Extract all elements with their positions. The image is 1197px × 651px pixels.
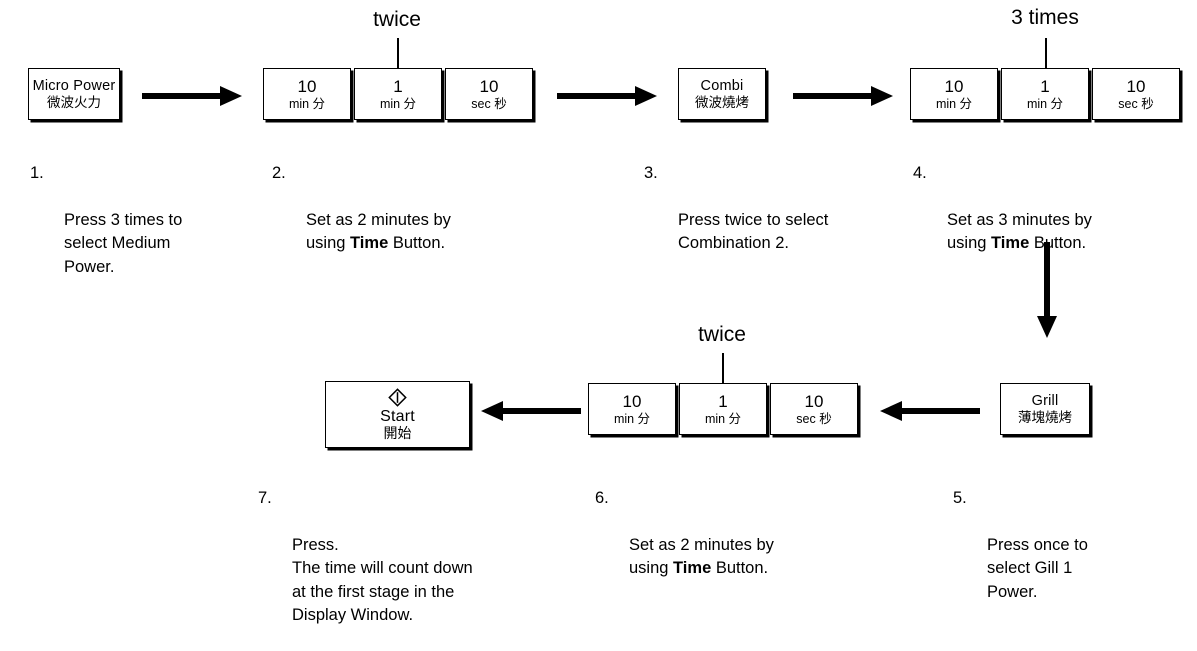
time-key-10min[interactable]: 10 min 分 — [588, 383, 676, 435]
start-diamond-icon — [388, 387, 407, 407]
step-number: 1. — [30, 164, 44, 182]
step-number: 2. — [272, 164, 286, 182]
combi-label-cn: 微波燒烤 — [695, 95, 749, 111]
start-label-en: Start — [380, 407, 415, 425]
arrow-left-2 — [481, 399, 581, 423]
time-key-10min[interactable]: 10 min 分 — [263, 68, 351, 120]
time-key-value: 10 — [297, 76, 317, 96]
combi-label-en: Combi — [700, 77, 744, 94]
arrow-left-1 — [880, 399, 980, 423]
time-key-1min[interactable]: 1 min 分 — [1001, 68, 1089, 120]
time-key-value: 10 — [804, 391, 824, 411]
annotation-3-times: 3 times — [1011, 6, 1079, 29]
time-key-10min[interactable]: 10 min 分 — [910, 68, 998, 120]
step-caption-2: 2. Set as 2 minutes by using Time Button… — [272, 162, 522, 279]
arrow-right-2 — [557, 84, 657, 108]
arrow-right-1 — [142, 84, 242, 108]
arrow-right-3 — [793, 84, 893, 108]
time-key-unit: min 分 — [613, 412, 651, 427]
time-key-value: 10 — [479, 76, 499, 96]
time-key-unit: sec 秒 — [1118, 97, 1154, 112]
time-group-3: 10 min 分 1 min 分 10 sec 秒 — [588, 383, 859, 439]
step-number: 7. — [258, 489, 272, 507]
time-key-unit: min 分 — [288, 97, 326, 112]
time-key-value: 1 — [393, 76, 403, 96]
step-number: 5. — [953, 489, 967, 507]
time-group-2: 10 min 分 1 min 分 10 sec 秒 — [910, 68, 1181, 124]
time-key-value: 1 — [718, 391, 728, 411]
step-number: 6. — [595, 489, 609, 507]
time-key-10sec[interactable]: 10 sec 秒 — [770, 383, 858, 435]
step-text: Set as 3 minutes by using Time Button. — [947, 210, 1092, 253]
combi-button[interactable]: Combi 微波燒烤 — [678, 68, 766, 120]
annotation-twice-2: twice — [698, 323, 746, 346]
time-key-10sec[interactable]: 10 sec 秒 — [1092, 68, 1180, 120]
grill-button[interactable]: Grill 薄塊燒烤 — [1000, 383, 1090, 435]
time-key-unit: min 分 — [935, 97, 973, 112]
step-text: Set as 2 minutes by using Time Button. — [629, 535, 774, 578]
start-label-cn: 開始 — [383, 424, 412, 441]
step-text: Press once to select Gill 1 Power. — [987, 535, 1088, 601]
leader-line-2 — [1045, 38, 1047, 68]
step-caption-3: 3. Press twice to select Combination 2. — [644, 162, 894, 279]
step-number: 3. — [644, 164, 658, 182]
step-number: 4. — [913, 164, 927, 182]
time-key-unit: min 分 — [379, 97, 417, 112]
annotation-twice-1: twice — [373, 8, 421, 31]
step-text: Press twice to select Combination 2. — [678, 210, 829, 253]
time-key-value: 10 — [944, 76, 964, 96]
micro-power-label-en: Micro Power — [32, 77, 116, 94]
start-button[interactable]: Start 開始 — [325, 381, 470, 448]
time-key-unit: sec 秒 — [471, 97, 507, 112]
time-group-1: 10 min 分 1 min 分 10 sec 秒 — [263, 68, 534, 124]
time-key-1min[interactable]: 1 min 分 — [679, 383, 767, 435]
time-key-unit: min 分 — [1026, 97, 1064, 112]
leader-line-3 — [722, 353, 724, 383]
time-key-1min[interactable]: 1 min 分 — [354, 68, 442, 120]
leader-line-1 — [397, 38, 399, 68]
step-caption-4: 4. Set as 3 minutes by using Time Button… — [913, 162, 1163, 279]
step-caption-7: 7. Press. The time will count down at th… — [258, 487, 558, 651]
time-key-value: 10 — [622, 391, 642, 411]
time-key-value: 10 — [1126, 76, 1146, 96]
flow-diagram: Micro Power 微波火力 twice 10 min 分 1 min 分 … — [28, 6, 1181, 624]
time-key-value: 1 — [1040, 76, 1050, 96]
grill-label-cn: 薄塊燒烤 — [1018, 410, 1072, 426]
step-caption-1: 1. Press 3 times to select Medium Power. — [30, 162, 260, 303]
step-caption-6: 6. Set as 2 minutes by using Time Button… — [595, 487, 855, 604]
step-text: Press 3 times to select Medium Power. — [64, 210, 183, 276]
time-key-10sec[interactable]: 10 sec 秒 — [445, 68, 533, 120]
step-caption-5: 5. Press once to select Gill 1 Power. — [953, 487, 1183, 628]
time-key-unit: sec 秒 — [796, 412, 832, 427]
micro-power-label-cn: 微波火力 — [47, 95, 101, 111]
time-key-unit: min 分 — [704, 412, 742, 427]
step-text: Set as 2 minutes by using Time Button. — [306, 210, 451, 253]
grill-label-en: Grill — [1031, 392, 1059, 409]
step-text: Press. The time will count down at the f… — [292, 535, 473, 625]
arrow-down-1 — [1035, 242, 1059, 338]
micro-power-button[interactable]: Micro Power 微波火力 — [28, 68, 120, 120]
